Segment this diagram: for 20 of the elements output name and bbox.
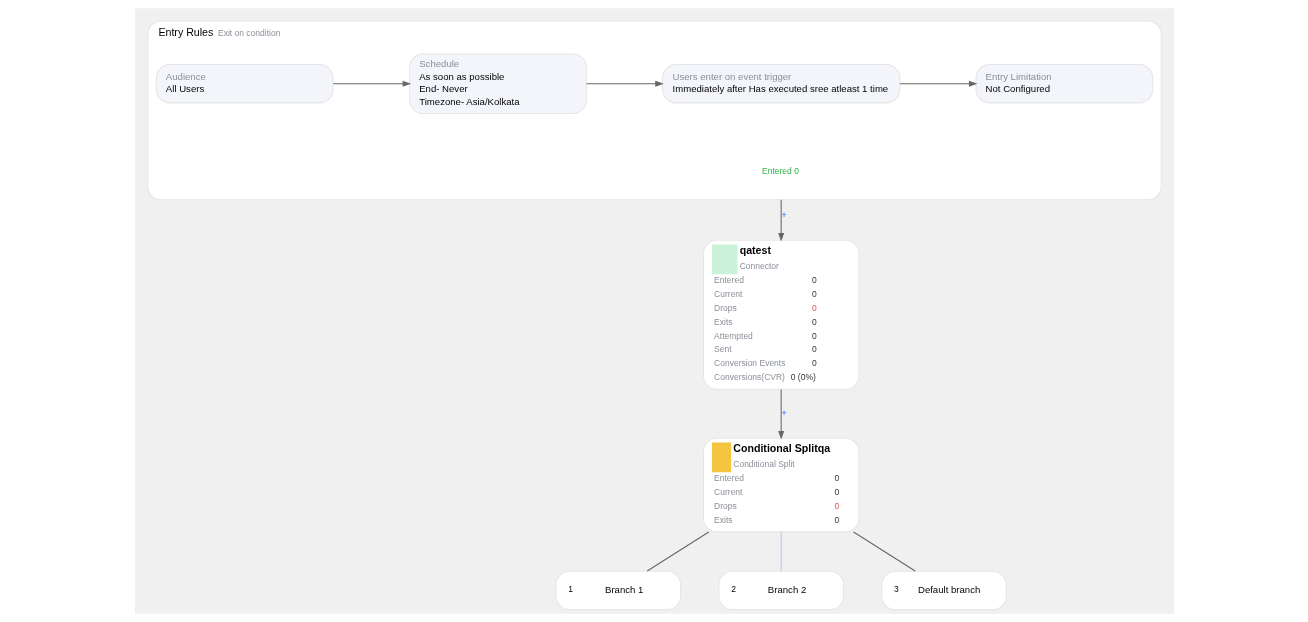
connector bbox=[780, 531, 782, 572]
node-box: Conditional Splitqa Conditional Split Entered 0 Current 0 Drops 0 Exits 0 bbox=[702, 437, 859, 533]
edge-label: + bbox=[780, 209, 787, 221]
edge-label: + bbox=[780, 407, 787, 419]
connector bbox=[852, 531, 916, 572]
node-box: 3 Default branch bbox=[880, 570, 1007, 611]
node-box: 1 Branch 1 bbox=[555, 570, 681, 611]
node-box: 2 Branch 2 bbox=[717, 570, 844, 611]
arrow bbox=[777, 389, 784, 440]
arrow bbox=[332, 80, 411, 87]
node-box: Users enter on event trigger Immediately after Has executed sree atleast 1 time bbox=[661, 64, 900, 104]
node-box: Entry Limitation Not Configured bbox=[974, 64, 1153, 104]
arrow bbox=[585, 80, 664, 87]
arrow bbox=[777, 199, 784, 242]
node-box: Schedule As soon as possible End- Never Timezone- Asia/Kolkata bbox=[408, 53, 587, 115]
connector bbox=[646, 531, 709, 572]
node-box: qatest Connector Entered 0 Current 0 Drops 0 Exits 0 Attempted 0 Sent 0 Conversion Events 0 Conversions(CVR) 0 (0%) bbox=[702, 239, 859, 390]
arrow bbox=[899, 80, 977, 87]
node-box: Audience All Users bbox=[155, 64, 334, 104]
label: Entered 0 bbox=[761, 166, 799, 177]
